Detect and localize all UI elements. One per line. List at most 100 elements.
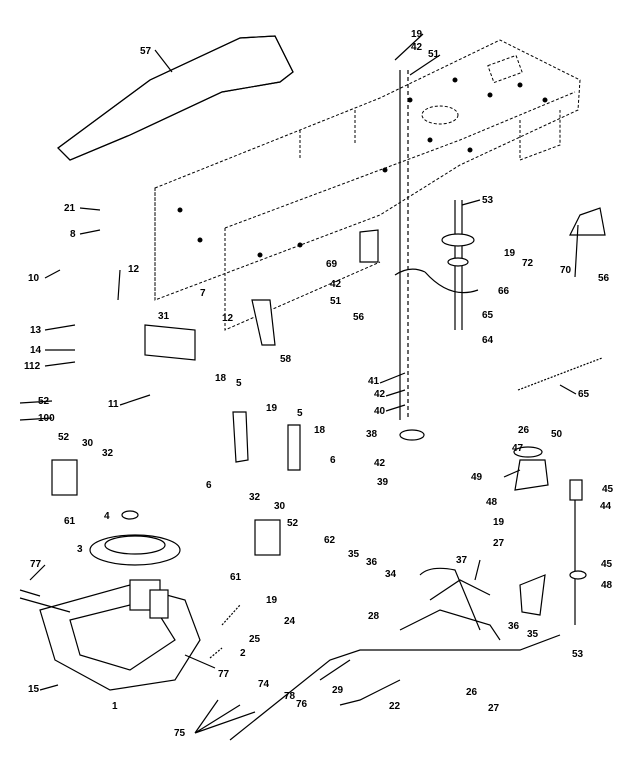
callout-36: 36 <box>366 557 378 568</box>
callout-58: 58 <box>280 354 292 365</box>
callout-57: 57 <box>140 46 152 57</box>
callout-69: 69 <box>326 259 338 270</box>
callout-70: 70 <box>560 265 572 276</box>
callout-72: 72 <box>522 258 534 269</box>
callout-51: 51 <box>330 296 342 307</box>
callout-28: 28 <box>368 611 380 622</box>
callout-75: 75 <box>174 728 186 739</box>
callout-41: 41 <box>368 376 380 387</box>
callout-30: 30 <box>82 438 94 449</box>
callout-52: 52 <box>287 518 299 529</box>
callout-12: 12 <box>128 264 140 275</box>
callout-112: 112 <box>24 361 41 372</box>
callout-labels: 57 19 42 51 21 8 53 19 72 70 56 12 10 31… <box>24 29 614 739</box>
chassis-frame <box>154 39 581 331</box>
callout-77: 77 <box>30 559 42 570</box>
callout-18: 18 <box>314 425 326 436</box>
callout-61: 61 <box>64 516 76 527</box>
callout-5: 5 <box>297 408 303 419</box>
spring-lower <box>209 604 241 659</box>
callout-29: 29 <box>332 685 344 696</box>
callout-21: 21 <box>64 203 76 214</box>
callout-76: 76 <box>296 699 308 710</box>
callout-38: 38 <box>366 429 378 440</box>
callout-25: 25 <box>249 634 261 645</box>
callout-6: 6 <box>206 480 212 491</box>
callout-15: 15 <box>28 684 40 695</box>
callout-32: 32 <box>102 448 114 459</box>
callout-26: 26 <box>466 687 478 698</box>
callout-61: 61 <box>230 572 242 583</box>
callout-13: 13 <box>30 325 42 336</box>
callout-19: 19 <box>411 29 423 40</box>
callout-6: 6 <box>330 455 336 466</box>
drive-belt <box>57 35 294 161</box>
callout-35: 35 <box>348 549 360 560</box>
callout-11: 11 <box>108 399 119 410</box>
callout-7: 7 <box>200 288 206 299</box>
callout-3: 3 <box>77 544 83 555</box>
callout-48: 48 <box>486 497 498 508</box>
callout-64: 64 <box>482 335 494 346</box>
callout-32: 32 <box>249 492 261 503</box>
callout-53: 53 <box>572 649 584 660</box>
callout-45: 45 <box>601 559 613 570</box>
spring <box>517 357 603 391</box>
callout-56: 56 <box>353 312 365 323</box>
callout-22: 22 <box>389 701 401 712</box>
callout-8: 8 <box>70 229 76 240</box>
pulley <box>89 510 181 566</box>
brackets <box>51 207 606 616</box>
callout-24: 24 <box>284 616 296 627</box>
callout-42: 42 <box>374 458 386 469</box>
callout-36: 36 <box>508 621 520 632</box>
callout-51: 51 <box>428 49 440 60</box>
callout-47: 47 <box>512 443 524 454</box>
leader-lines <box>19 33 579 734</box>
callout-27: 27 <box>493 538 505 549</box>
callout-48: 48 <box>601 580 613 591</box>
callout-42: 42 <box>374 389 386 400</box>
callout-65: 65 <box>578 389 590 400</box>
callout-44: 44 <box>600 501 612 512</box>
steering-shaft <box>394 70 479 420</box>
callout-19: 19 <box>493 517 505 528</box>
callout-66: 66 <box>498 286 510 297</box>
callout-34: 34 <box>385 569 397 580</box>
callout-4: 4 <box>104 511 110 522</box>
callout-49: 49 <box>471 472 483 483</box>
callout-5: 5 <box>236 378 242 389</box>
callout-10: 10 <box>28 273 40 284</box>
transaxle <box>19 579 216 691</box>
callout-35: 35 <box>527 629 539 640</box>
callout-14: 14 <box>30 345 42 356</box>
callout-1: 1 <box>112 701 118 712</box>
callout-42: 42 <box>330 279 342 290</box>
callout-77: 77 <box>218 669 230 680</box>
callout-30: 30 <box>274 501 286 512</box>
callout-19: 19 <box>266 595 278 606</box>
callout-56: 56 <box>598 273 610 284</box>
callout-50: 50 <box>551 429 563 440</box>
callout-52: 52 <box>58 432 70 443</box>
callout-12: 12 <box>222 313 234 324</box>
callout-78: 78 <box>284 691 296 702</box>
callout-19: 19 <box>266 403 278 414</box>
callout-37: 37 <box>456 555 468 566</box>
brake-linkage <box>229 479 587 741</box>
callout-45: 45 <box>602 484 614 495</box>
callout-65: 65 <box>482 310 494 321</box>
callout-26: 26 <box>518 425 530 436</box>
callout-19: 19 <box>504 248 516 259</box>
callout-62: 62 <box>324 535 336 546</box>
callout-40: 40 <box>374 406 386 417</box>
callout-53: 53 <box>482 195 494 206</box>
callout-74: 74 <box>258 679 270 690</box>
callout-39: 39 <box>377 477 389 488</box>
callout-31: 31 <box>158 311 170 322</box>
callout-18: 18 <box>215 373 227 384</box>
callout-42: 42 <box>411 42 423 53</box>
callout-2: 2 <box>240 648 246 659</box>
